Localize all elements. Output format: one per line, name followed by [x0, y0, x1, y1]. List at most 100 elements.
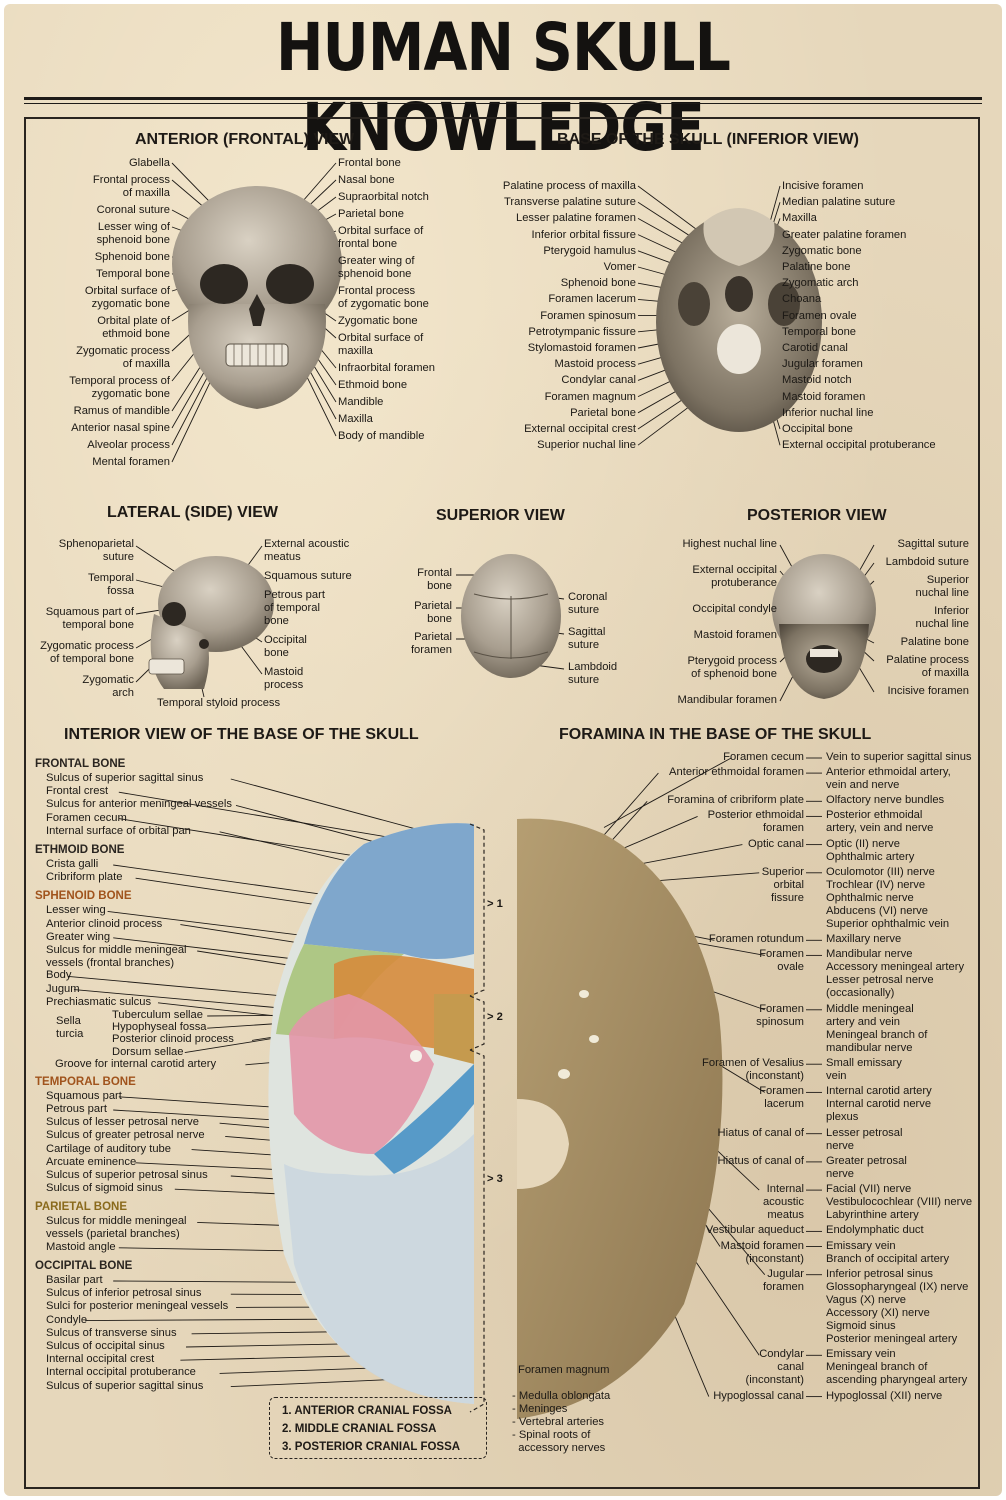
interior-label: Greater wing	[46, 930, 111, 943]
posterior-label-right: Inferior nuchal line	[915, 605, 970, 630]
lateral-label-left: Zygomatic process of temporal bone	[40, 640, 134, 665]
interior-label: Arcuate eminence	[46, 1155, 137, 1168]
foramen-name: Foramen cecum	[723, 751, 804, 763]
base-label-left: Mastoid process	[554, 358, 636, 371]
fossa-number: > 3	[487, 1173, 503, 1185]
interior-label: Cartilage of auditory tube	[46, 1142, 172, 1155]
interior-group-title: ETHMOID BONE	[35, 844, 125, 856]
posterior-label-right: Incisive foramen	[887, 685, 969, 697]
posterior-label-right: Superior nuchal line	[915, 574, 970, 599]
anterior-label-right: Body of mandible	[338, 430, 425, 442]
interior-label: Sulcus of superior sagittal sinus	[46, 1379, 204, 1392]
anterior-label-right: Mandible	[338, 396, 384, 408]
interior-label: Basilar part	[46, 1274, 103, 1286]
interior-label: Sulcus of superior petrosal sinus	[46, 1169, 208, 1181]
foramen-name: Anterior ethmoidal foramen	[669, 766, 804, 779]
base-label-left: Stylomastoid foramen	[527, 342, 636, 354]
anterior-label-left: Orbital plate of ethmoid bone	[97, 315, 170, 340]
base-label-right: Palatine bone	[782, 261, 851, 273]
interior-label: Sulcus of occipital sinus	[46, 1340, 165, 1352]
foramen-content: Facial (VII) nerve Vestibulocochlear (VI…	[826, 1183, 973, 1222]
foramen-content: Oculomotor (III) nerve Trochlear (IV) ne…	[826, 865, 950, 930]
foramen-content: Middle meningeal artery and vein Meninge…	[826, 1002, 928, 1054]
foramen-content: Maxillary nerve	[826, 933, 902, 946]
anterior-label-left: Ramus of mandible	[73, 405, 170, 417]
heading-superior: SUPERIOR VIEW	[436, 507, 565, 524]
leader-line	[230, 778, 425, 832]
foramen-content: Hypoglossal (XII) nerve	[826, 1389, 943, 1402]
interior-label: Sulcus of sigmoid sinus	[46, 1182, 163, 1195]
legend-item: 3. POSTERIOR CRANIAL FOSSA	[282, 1441, 461, 1453]
superior-label-right: Coronal suture	[568, 591, 608, 616]
foramen-name: Vestibular aqueduct	[705, 1224, 804, 1237]
interior-label: Sulci for posterior meningeal vessels	[46, 1300, 229, 1313]
foramen-content: Lesser petrosal nerve	[826, 1126, 903, 1152]
superior-label-left: Parietal bone	[414, 600, 452, 625]
interior-label: Sulcus for middle meningeal vessels (par…	[46, 1215, 187, 1241]
interior-label: Sulcus of greater petrosal nerve	[46, 1129, 205, 1142]
foramen-content: Optic (II) nerve Ophthalmic artery	[826, 837, 915, 863]
posterior-skull-illustration	[772, 554, 876, 699]
foramen-content: Endolymphatic duct	[826, 1224, 924, 1237]
foramen-content: Small emissary vein	[826, 1057, 902, 1083]
foramen-name: Condylar canal (inconstant)	[745, 1348, 804, 1387]
foramen-content: Posterior ethmoidal artery, vein and ner…	[826, 809, 934, 835]
foramen-content: Anterior ethmoidal artery, vein and nerv…	[826, 766, 951, 792]
interior-label: Internal occipital protuberance	[46, 1366, 196, 1379]
interior-label: Squamous part	[46, 1089, 122, 1102]
base-label-right: Median palatine suture	[782, 196, 896, 209]
foramen-name: Foramen lacerum	[759, 1085, 804, 1111]
posterior-label-left: Pterygoid process of sphenoid bone	[687, 655, 777, 680]
fossa-number: > 1	[487, 898, 503, 910]
foramen-name: Foramen ovale	[759, 948, 804, 974]
foramina-base-illustration	[517, 818, 723, 1419]
foramen-name: Mastoid foramen (inconstant)	[720, 1239, 804, 1265]
posterior-label-left: Highest nuchal line	[682, 538, 777, 550]
base-label-right: Carotid canal	[782, 342, 848, 354]
posterior-label-left: External occipital protuberance	[692, 564, 777, 589]
fossa-legend: 1. ANTERIOR CRANIAL FOSSA 2. MIDDLE CRAN…	[269, 1397, 487, 1459]
foramen-name: Jugular foramen	[762, 1267, 804, 1293]
lateral-label-left: Temporal fossa	[87, 572, 134, 597]
base-label-right: Mastoid notch	[782, 374, 852, 387]
foramen-magnum-name: Foramen magnum	[518, 1364, 610, 1376]
lateral-label-left: Sphenoparietal suture	[58, 538, 134, 563]
anterior-label-right: Supraorbital notch	[338, 191, 429, 203]
anterior-label-left: Sphenoid bone	[94, 251, 170, 263]
base-label-left: Lesser palatine foramen	[515, 212, 636, 225]
base-label-right: Zygomatic arch	[782, 277, 859, 290]
interior-label: Sulcus of lesser petrosal nerve	[46, 1116, 199, 1129]
anterior-label-left: Zygomatic process of maxilla	[76, 345, 170, 370]
interior-label: Prechiasmatic sulcus	[46, 995, 152, 1008]
interior-label: Mastoid angle	[46, 1240, 116, 1253]
interior-group-title: OCCIPITAL BONE	[35, 1260, 133, 1272]
anterior-label-right: Greater wing of sphenoid bone	[338, 255, 415, 280]
base-label-left: Inferior orbital fissure	[531, 228, 636, 241]
lateral-skull-illustration	[148, 556, 274, 689]
anterior-label-left: Orbital surface of zygomatic bone	[84, 285, 170, 310]
anterior-label-left: Glabella	[128, 157, 170, 169]
lateral-label-right: Petrous part of temporal bone	[264, 589, 325, 627]
base-label-left: Superior nuchal line	[537, 439, 636, 452]
base-label-right: Maxilla	[782, 212, 817, 225]
base-label-left: Pterygoid hamulus	[543, 244, 636, 257]
leader-line	[603, 757, 732, 828]
posterior-label-right: Lambdoid suture	[885, 556, 969, 568]
foramen-name: Posterior ethmoidal foramen	[707, 809, 804, 835]
foramen-name: Hypoglossal canal	[713, 1389, 804, 1402]
interior-base-illustration	[268, 823, 474, 1404]
posterior-label-left: Occipital condyle	[692, 603, 777, 615]
base-label-left: Transverse palatine suture	[503, 196, 636, 209]
fossa-brackets	[469, 823, 485, 1413]
foramen-magnum-content: - Medulla oblongata - Meninges - Vertebr…	[512, 1390, 611, 1454]
sella-item-label: Hypophyseal fossa	[112, 1021, 207, 1034]
base-label-right: Temporal bone	[782, 325, 857, 338]
foramen-name: Foramen of Vesalius (inconstant)	[702, 1057, 804, 1083]
base-label-left: Foramen magnum	[544, 390, 636, 403]
foramen-content: Vein to superior sagittal sinus	[826, 751, 972, 763]
anterior-label-right: Zygomatic bone	[338, 315, 418, 327]
heading-posterior: POSTERIOR VIEW	[747, 507, 887, 524]
foramen-content: Emissary vein Branch of occipital artery	[826, 1239, 950, 1265]
foramen-content: Inferior petrosal sinus Glossopharyngeal…	[826, 1267, 969, 1345]
posterior-label-left: Mastoid foramen	[693, 629, 777, 641]
